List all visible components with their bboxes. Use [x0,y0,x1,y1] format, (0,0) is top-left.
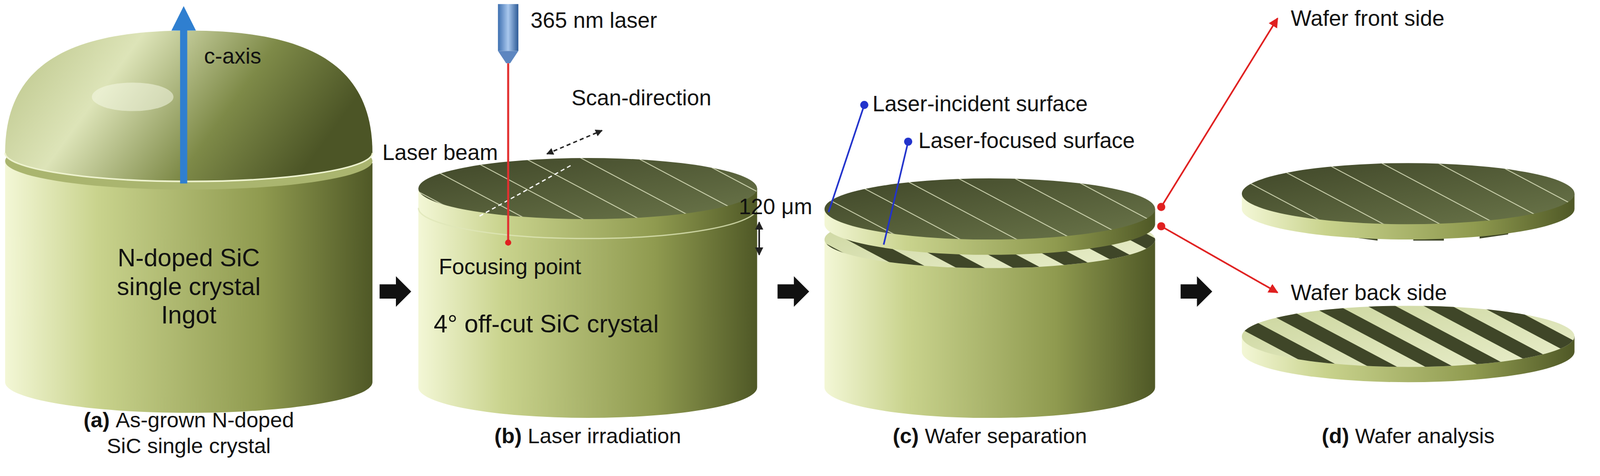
panel-title: Wafer analysis [1355,424,1495,449]
label: Scan-direction [571,85,712,111]
panel-letter: (b) [494,424,522,449]
panel-letter: (a) [83,408,110,433]
c-axis-arrow [171,5,196,184]
ingot [4,30,373,414]
label: 365 nm laser [530,7,658,34]
label: Wafer back side [1290,280,1447,306]
scan-direction-arrow [547,130,603,155]
leader-lines [828,18,1278,293]
label: Laser-focused surface [918,128,1135,154]
label: Focusing point [438,254,581,281]
label: 4° off-cut SiC crystal [433,310,659,340]
panel-caption: (a)As-grown N-doped SiC single crystal [72,407,306,460]
panel-caption: (b)Laser irradiation [413,423,762,450]
panel-caption: (c)Wafer separation [815,423,1164,450]
label: 120 μm [738,194,813,220]
panel-title: Laser irradiation [527,424,681,449]
process-arrow [777,276,810,308]
process-arrow [379,276,412,308]
panel-letter: (c) [892,424,920,449]
wafer-back [1241,305,1575,383]
label: Laser-incident surface [872,91,1088,117]
panel-title: As-grown N-doped SiC single crystal [106,408,294,459]
label: N-doped SiC single crystal Ingot [99,244,279,331]
panel-caption: (d)Wafer analysis [1233,423,1583,450]
laser-head [497,3,519,246]
sic-crystal [418,158,757,419]
label: Wafer front side [1290,5,1445,32]
panel-title: Wafer separation [924,424,1087,449]
wafer-front [1241,163,1575,241]
process-arrow [1180,276,1213,308]
label: Laser beam [382,140,498,166]
separated-wafer [824,178,1156,256]
label: c-axis [203,43,262,70]
panel-letter: (d) [1321,424,1350,449]
thickness-arrow [758,222,760,256]
